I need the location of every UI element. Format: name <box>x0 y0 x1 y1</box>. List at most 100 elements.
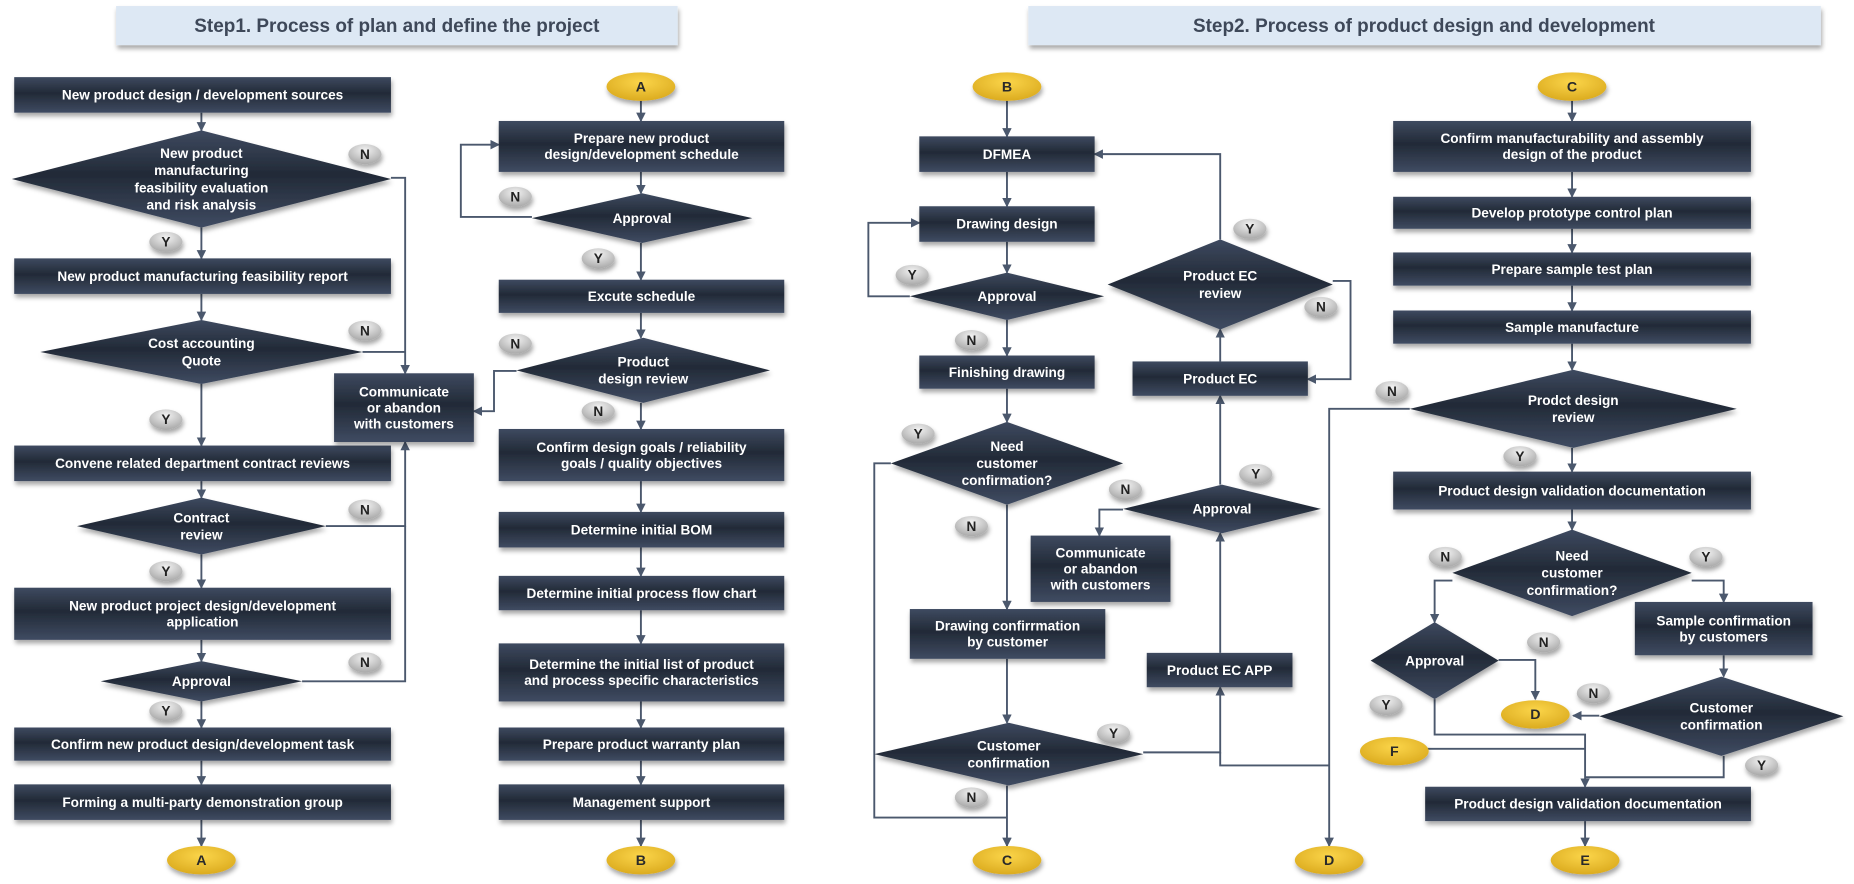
process-box-label: Management support <box>573 795 711 810</box>
process-box-shape <box>498 279 785 313</box>
connector-line <box>1324 407 1410 848</box>
badge-no: N <box>1108 479 1143 500</box>
badge-no: N <box>1375 380 1409 402</box>
process-box-s2-cm: Confirm manufacturability and assemblyde… <box>1393 120 1751 172</box>
badge-label: Y <box>1245 221 1254 236</box>
connector-line <box>1094 508 1124 537</box>
process-box-shape <box>498 784 785 820</box>
badge-yes: Y <box>1503 446 1537 467</box>
process-box-s1-r2: New product manufacturing feasibility re… <box>14 258 391 294</box>
badge-label: N <box>1539 635 1549 650</box>
process-box-shape <box>498 511 785 548</box>
process-box-shape <box>1393 196 1751 229</box>
process-box-s1-r14: Management support <box>498 784 785 820</box>
process-box-label: by customer <box>967 635 1049 650</box>
process-box-label: New product project design/development <box>69 599 336 614</box>
badge-label: N <box>360 147 370 162</box>
process-box-label: Product EC APP <box>1167 663 1272 678</box>
process-box-s2-dfmea: DFMEA <box>919 136 1095 172</box>
process-box-shape <box>1425 786 1751 822</box>
process-box-shape <box>1393 310 1751 344</box>
badge-shape <box>498 186 532 207</box>
process-box-label: Determine initial process flow chart <box>527 586 757 601</box>
process-box-shape <box>1146 652 1293 688</box>
decision-diamond-label: design review <box>598 372 688 387</box>
badge-shape <box>1096 723 1131 744</box>
badge-no: N <box>581 401 615 422</box>
process-box-label: Prepare product warranty plan <box>543 737 740 752</box>
badge-shape <box>1108 479 1143 500</box>
badge-no: N <box>1304 296 1338 318</box>
badge-shape <box>1375 380 1409 402</box>
badge-label: Y <box>1251 467 1260 482</box>
process-box-label: Drawing confirrmation <box>935 619 1080 634</box>
process-box-shape <box>14 784 391 820</box>
decision-diamond-label: review <box>1552 410 1595 425</box>
decision-diamond-label: Customer <box>977 738 1041 753</box>
badge-shape <box>581 248 615 269</box>
connector-oval-label: C <box>1002 853 1012 869</box>
process-box-label: Product design validation documentation <box>1454 797 1722 812</box>
badge-no: N <box>1576 683 1610 704</box>
connector-line <box>472 369 517 416</box>
decision-diamond-label: Product <box>618 354 670 369</box>
process-box-s2-test: Prepare sample test plan <box>1393 252 1751 286</box>
process-box-label: New product design / development sources <box>62 88 344 103</box>
step1-title: Step1. Process of plan and define the pr… <box>194 16 600 37</box>
connector-oval-s1-oA2: A <box>606 72 676 101</box>
process-box-shape <box>334 373 474 442</box>
connector-oval-s2-oC: C <box>972 845 1042 875</box>
badge-shape <box>498 333 532 354</box>
process-box-label: with customers <box>1050 577 1151 592</box>
badge-shape <box>1527 632 1561 653</box>
badge-no: N <box>1428 546 1462 567</box>
badge-label: N <box>360 655 370 670</box>
badge-shape <box>1503 446 1537 467</box>
process-box-shape <box>919 355 1095 389</box>
connector-line <box>1219 752 1330 767</box>
process-box-s1-r6: Forming a multi-party demonstration grou… <box>14 784 391 820</box>
process-box-shape <box>919 136 1095 172</box>
badge-shape <box>1428 546 1462 567</box>
badge-no: N <box>348 144 382 165</box>
process-box-label: or abandon <box>1063 561 1137 576</box>
badge-yes: Y <box>1096 723 1131 744</box>
badge-label: N <box>593 404 603 419</box>
badge-label: N <box>360 502 370 517</box>
badge-shape <box>348 499 382 520</box>
process-box-s1-r1: New product design / development sources <box>14 77 391 113</box>
process-box-shape <box>14 587 391 640</box>
process-box-shape <box>1393 120 1751 172</box>
decision-diamond-label: Approval <box>1192 502 1251 517</box>
connector-line <box>390 176 410 375</box>
connector-line <box>1585 755 1725 779</box>
badge-label: Y <box>1382 698 1391 713</box>
decision-diamond-label: feasibility evaluation <box>134 180 268 195</box>
connector-oval-label: D <box>1530 707 1540 723</box>
badge-label: Y <box>908 268 917 283</box>
connector-line <box>867 218 921 298</box>
connector-oval-shape <box>972 72 1042 101</box>
badge-shape <box>1304 296 1338 318</box>
decision-diamond-label: manufacturing <box>154 163 249 178</box>
decision-diamond-shape <box>1123 484 1321 534</box>
process-box-shape <box>498 643 785 702</box>
badge-label: Y <box>161 412 170 427</box>
decision-diamond-shape <box>1370 622 1499 700</box>
connector-oval-s2-oD: D <box>1294 845 1364 875</box>
connector-oval-label: E <box>1580 853 1589 869</box>
connector-line <box>1429 579 1453 624</box>
process-box-s2-proto: Develop prototype control plan <box>1393 196 1751 229</box>
connector-oval-label: D <box>1324 853 1334 869</box>
step2-title: Step2. Process of product design and dev… <box>1193 16 1656 37</box>
connector-oval-shape <box>1294 845 1364 875</box>
badge-label: Y <box>1757 758 1766 773</box>
